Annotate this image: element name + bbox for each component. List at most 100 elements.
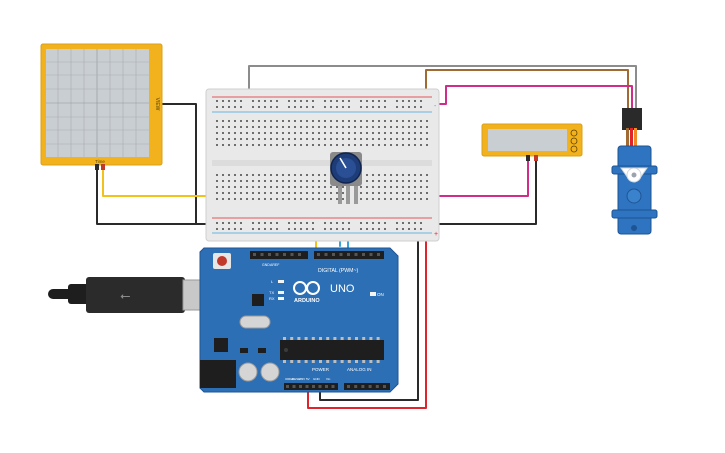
- wire-black-gnd[interactable]: [319, 233, 419, 401]
- breadboard-hole: [342, 138, 344, 140]
- chip-notch: [284, 348, 288, 352]
- oscilloscope-time-label: Time: [95, 159, 105, 164]
- breadboard-hole: [258, 222, 260, 224]
- breadboard-hole: [390, 144, 392, 146]
- oscilloscope-pin-neg[interactable]: [95, 164, 99, 170]
- reset-button[interactable]: [217, 256, 227, 266]
- breadboard-hole: [414, 192, 416, 194]
- breadboard-hole: [234, 138, 236, 140]
- oscilloscope[interactable]: VIEW Time: [40, 43, 163, 170]
- breadboard-hole: [270, 228, 272, 230]
- breadboard-hole: [264, 222, 266, 224]
- breadboard-hole: [264, 198, 266, 200]
- breadboard-hole: [252, 192, 254, 194]
- wire-black-scope[interactable]: [96, 167, 215, 225]
- breadboard-hole: [390, 186, 392, 188]
- breadboard-hole: [234, 228, 236, 230]
- breadboard-hole: [384, 100, 386, 102]
- multimeter-probe-neg[interactable]: [526, 155, 530, 161]
- header-pin: [324, 253, 328, 256]
- breadboard-hole: [348, 222, 350, 224]
- breadboard-hole: [282, 144, 284, 146]
- chip-pin: [340, 337, 344, 340]
- breadboard-hole: [258, 106, 260, 108]
- breadboard-hole: [264, 138, 266, 140]
- breadboard-hole: [414, 100, 416, 102]
- breadboard-hole: [276, 126, 278, 128]
- breadboard-hole: [300, 180, 302, 182]
- breadboard-hole: [306, 138, 308, 140]
- multimeter-button-r[interactable]: [570, 145, 578, 153]
- digital-header-left[interactable]: [250, 251, 308, 259]
- multimeter-button-a[interactable]: [570, 129, 578, 137]
- breadboard-hole: [252, 120, 254, 122]
- header-pin: [354, 385, 358, 388]
- arduino-uno[interactable]: AREF GND DIGITAL (PWM~) L TX RX ARDUINO …: [199, 247, 399, 393]
- voltage-regulator: [214, 338, 228, 352]
- dc-jack[interactable]: [200, 360, 236, 388]
- breadboard-hole: [252, 174, 254, 176]
- digital-pins: [253, 253, 380, 256]
- wire-brown[interactable]: [425, 69, 629, 113]
- breadboard-hole: [276, 180, 278, 182]
- oscilloscope-pin-sig[interactable]: [101, 164, 105, 170]
- wire-red[interactable]: [307, 233, 427, 409]
- breadboard-hole: [282, 126, 284, 128]
- breadboard-hole: [420, 174, 422, 176]
- breadboard-hole: [240, 192, 242, 194]
- breadboard-hole: [336, 222, 338, 224]
- breadboard-hole: [408, 222, 410, 224]
- breadboard-hole: [342, 120, 344, 122]
- multimeter-probe-pos[interactable]: [534, 155, 538, 161]
- wire-black-side[interactable]: [159, 103, 197, 225]
- power-header[interactable]: [284, 383, 338, 390]
- breadboard-hole: [294, 228, 296, 230]
- breadboard-hole: [330, 132, 332, 134]
- breadboard-hole: [264, 106, 266, 108]
- breadboard-hole: [342, 126, 344, 128]
- breadboard-hole: [300, 138, 302, 140]
- breadboard-hole: [372, 120, 374, 122]
- servo-motor[interactable]: [611, 108, 658, 235]
- breadboard-hole: [282, 132, 284, 134]
- breadboard-hole: [234, 174, 236, 176]
- multimeter[interactable]: [481, 123, 583, 161]
- analog-header[interactable]: [344, 383, 390, 390]
- breadboard-hole: [366, 228, 368, 230]
- potentiometer[interactable]: [330, 152, 362, 204]
- breadboard-hole: [366, 138, 368, 140]
- breadboard-hole: [288, 222, 290, 224]
- breadboard-hole: [228, 120, 230, 122]
- wire-black-meter[interactable]: [431, 159, 537, 225]
- breadboard-hole: [234, 144, 236, 146]
- breadboard-hole: [354, 138, 356, 140]
- breadboard[interactable]: + -: [205, 88, 440, 242]
- breadboard-hole: [234, 192, 236, 194]
- breadboard-hole: [402, 186, 404, 188]
- breadboard-hole: [408, 198, 410, 200]
- breadboard-hole: [264, 186, 266, 188]
- breadboard-hole: [300, 198, 302, 200]
- breadboard-hole: [330, 126, 332, 128]
- breadboard-hole: [330, 186, 332, 188]
- breadboard-hole: [216, 228, 218, 230]
- wire-magenta-top[interactable]: [431, 85, 633, 113]
- breadboard-hole: [294, 144, 296, 146]
- chip-pin: [290, 360, 294, 363]
- breadboard-hole: [258, 144, 260, 146]
- breadboard-hole: [342, 222, 344, 224]
- breadboard-hole: [240, 120, 242, 122]
- breadboard-hole: [396, 120, 398, 122]
- breadboard-hole: [294, 198, 296, 200]
- breadboard-hole: [414, 106, 416, 108]
- breadboard-hole: [318, 144, 320, 146]
- breadboard-hole: [396, 180, 398, 182]
- breadboard-hole: [216, 198, 218, 200]
- breadboard-hole: [312, 180, 314, 182]
- chip-pin: [297, 360, 301, 363]
- breadboard-hole: [294, 138, 296, 140]
- multimeter-button-v[interactable]: [570, 137, 578, 145]
- breadboard-hole: [378, 180, 380, 182]
- breadboard-hole: [324, 132, 326, 134]
